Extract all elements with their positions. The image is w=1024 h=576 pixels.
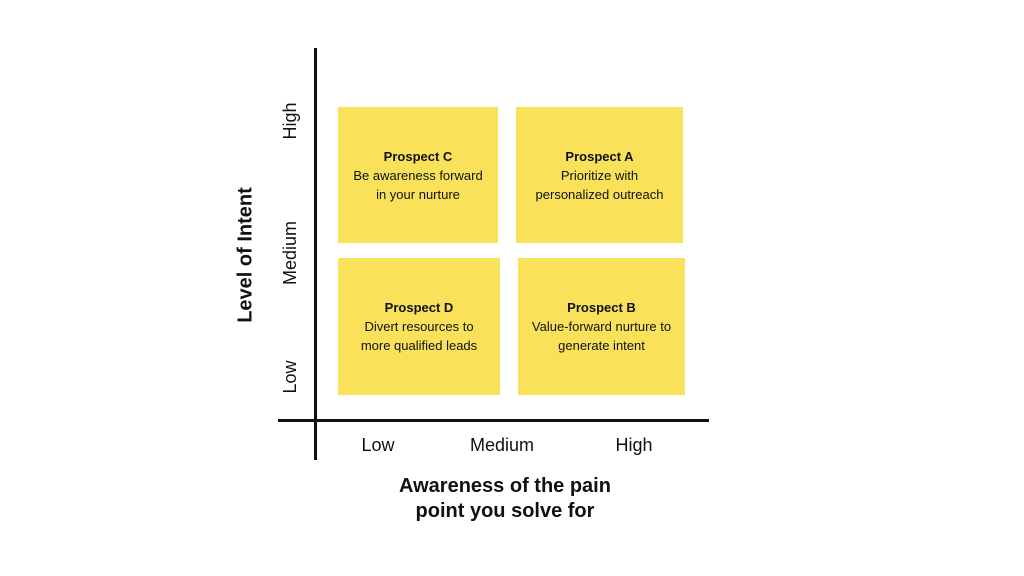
quadrant-prospect-d: Prospect D Divert resources to more qual… (338, 258, 500, 395)
quadrant-d-title: Prospect D (384, 300, 454, 315)
quadrant-prospect-b: Prospect B Value-forward nurture to gene… (518, 258, 685, 395)
quadrant-a-line1: Prioritize with (560, 167, 639, 183)
x-axis-label-line1: Awareness of the pain (399, 475, 611, 497)
y-tick-high: High (280, 102, 300, 140)
x-axis-line (278, 419, 709, 422)
quadrant-a-title: Prospect A (565, 148, 634, 164)
x-tick-medium: Medium (469, 435, 535, 455)
quadrant-a-line2: personalized outreach (535, 186, 664, 202)
quadrant-b-line2: generate intent (558, 338, 645, 353)
y-axis-line (314, 48, 317, 460)
x-tick-high: High (615, 435, 653, 455)
quadrant-b-line1: Value-forward nurture to (531, 319, 672, 334)
y-axis-label: Level of Intent (234, 187, 257, 323)
quadrant-d-line2: more qualified leads (360, 338, 478, 353)
quadrant-c-line1: Be awareness forward (353, 167, 483, 183)
y-tick-low: Low (280, 360, 300, 394)
quadrant-d-line1: Divert resources to (364, 319, 474, 334)
quadrant-b-title: Prospect B (567, 300, 636, 315)
x-axis-label-line2: point you solve for (415, 500, 595, 522)
quadrant-c-line2: in your nurture (376, 186, 460, 202)
quadrant-prospect-c: Prospect C Be awareness forward in your … (338, 107, 498, 243)
y-tick-medium: Medium (280, 220, 300, 286)
x-axis-label: Awareness of the pain point you solve fo… (399, 474, 611, 524)
x-tick-low: Low (361, 435, 395, 455)
quadrant-prospect-a: Prospect A Prioritize with personalized … (516, 107, 683, 243)
quadrant-c-title: Prospect C (383, 148, 453, 164)
